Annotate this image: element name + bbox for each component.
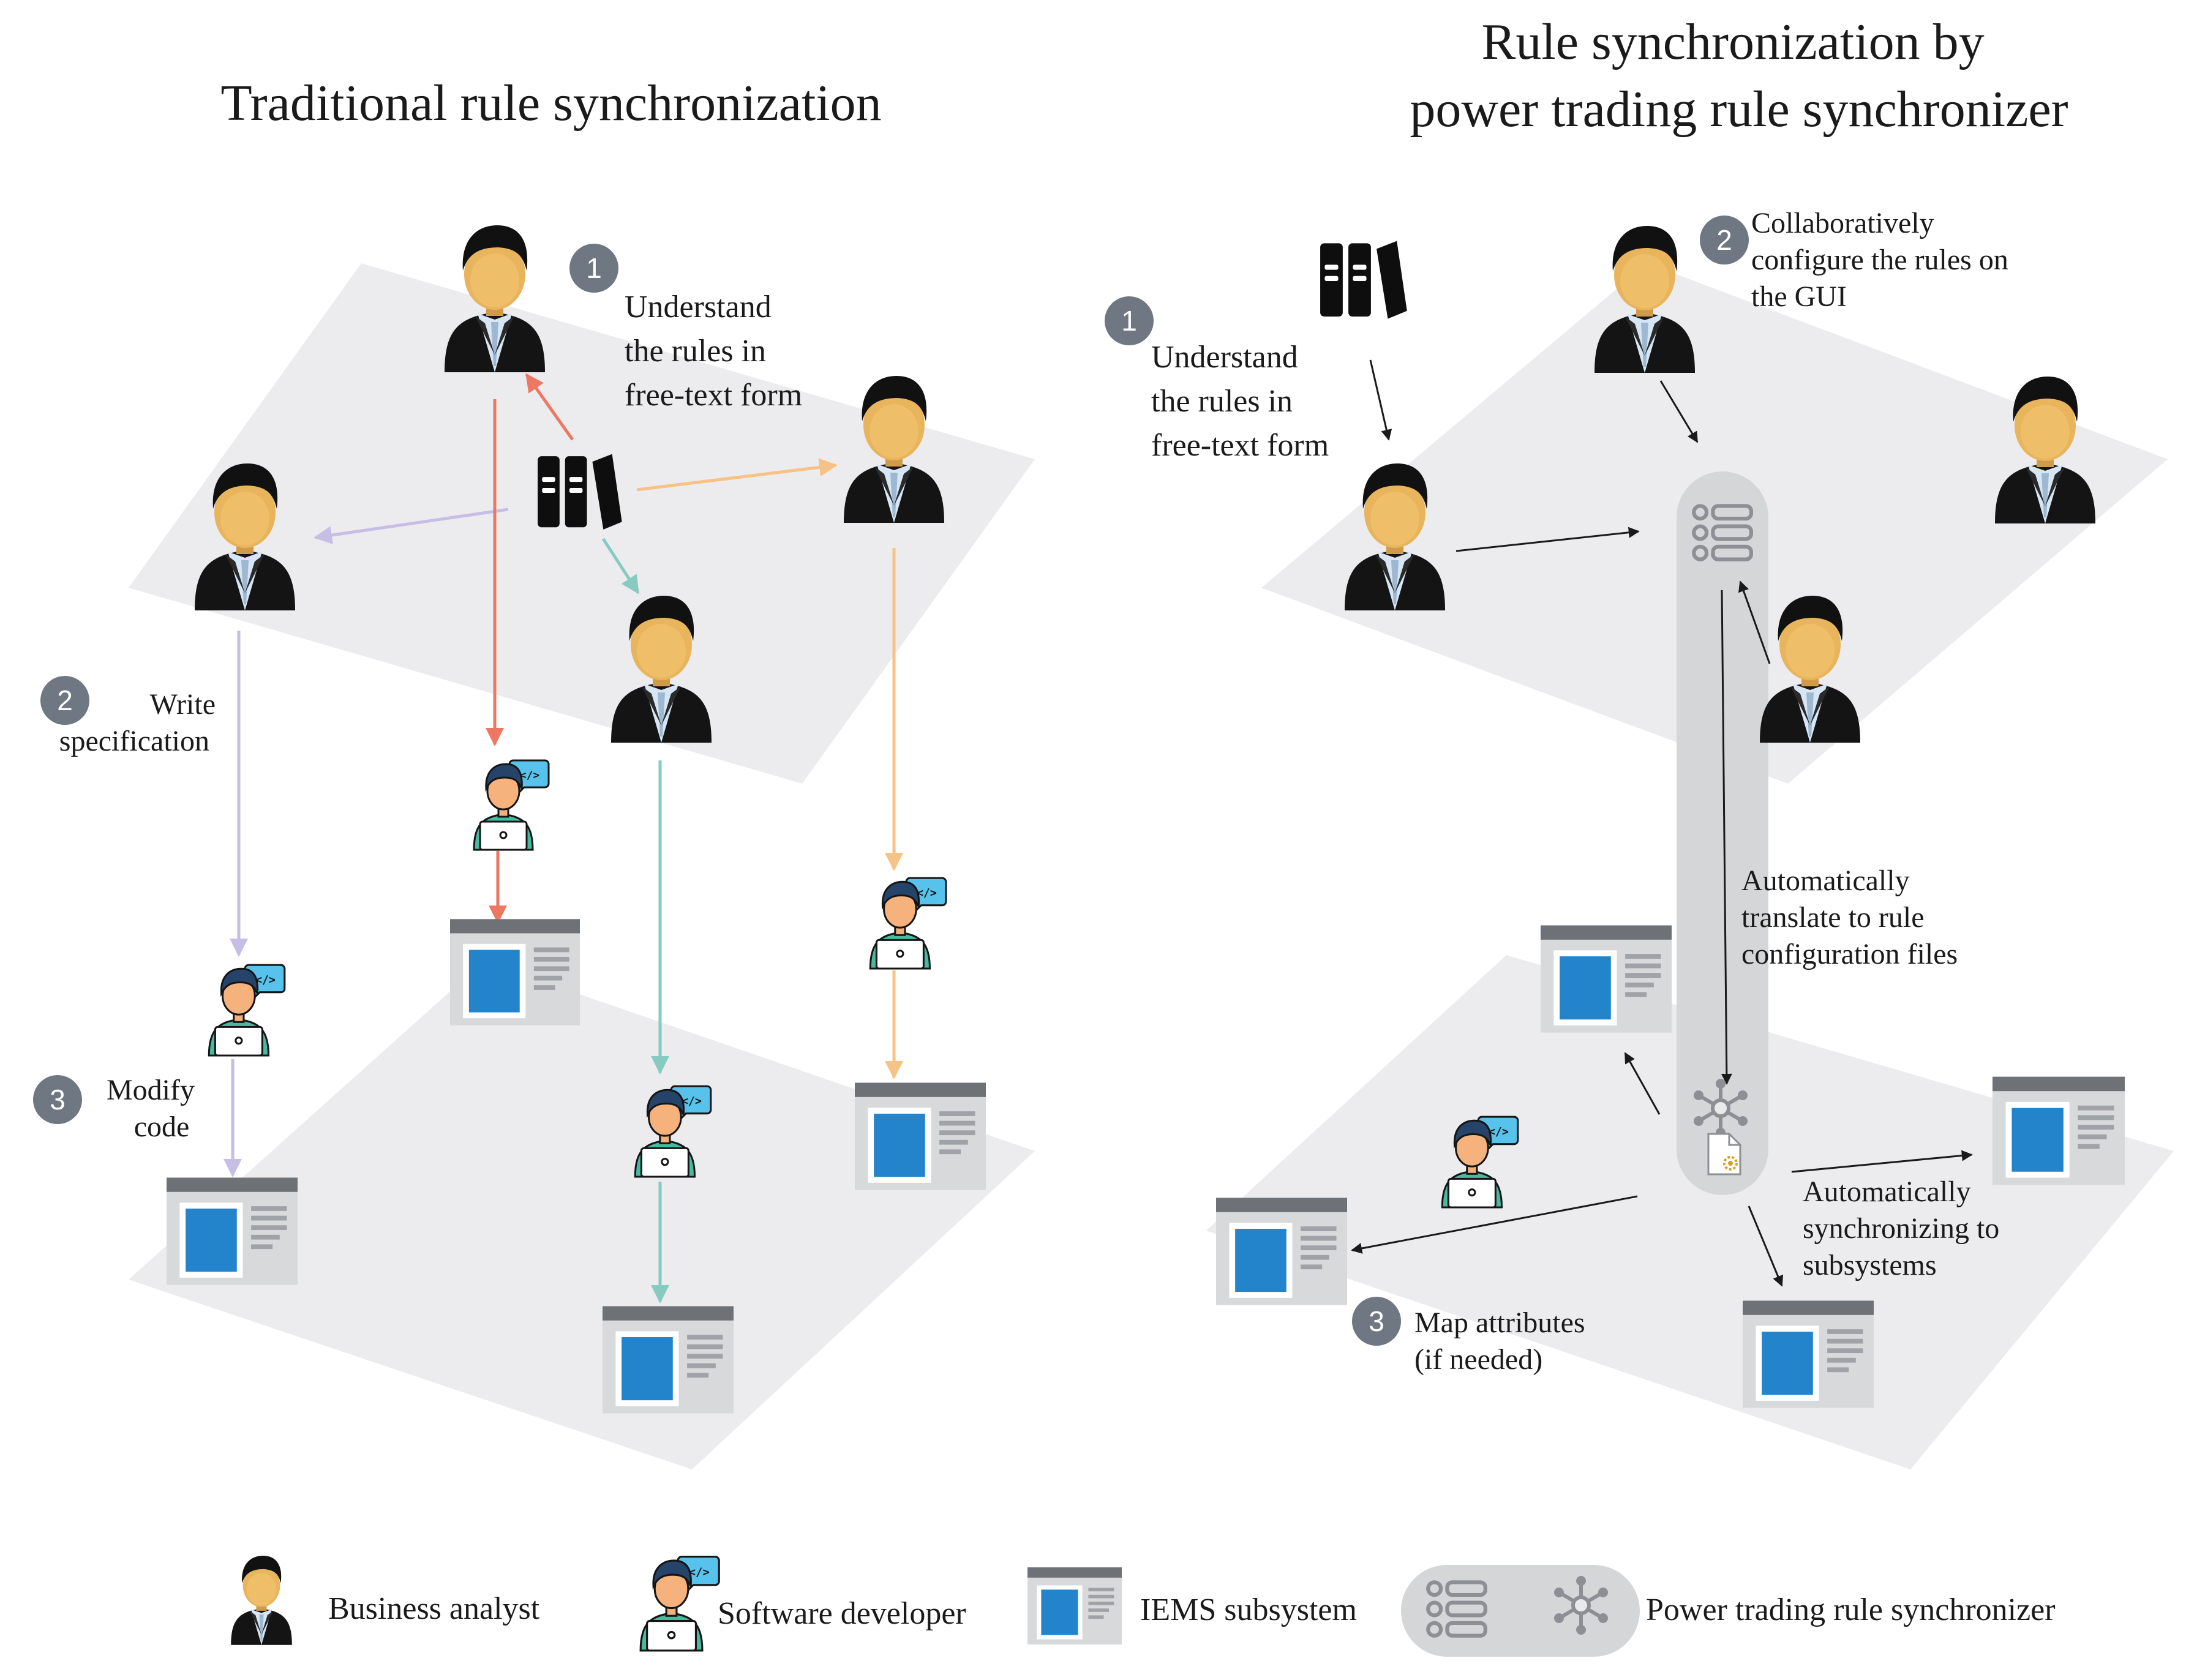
arrow-sync-down bbox=[1748, 1206, 1784, 1287]
arrow-right-analyst-to-pillar bbox=[1738, 580, 1771, 664]
config-file-icon bbox=[1707, 1133, 1741, 1176]
step-badge bbox=[1700, 216, 1749, 264]
legend-iems-subsystem: IEMS subsystem bbox=[1140, 1592, 1357, 1627]
software-developer-icon bbox=[869, 877, 947, 970]
step-number: 3 bbox=[1369, 1305, 1384, 1337]
step-text-line: free-text form bbox=[625, 378, 802, 413]
arrow-translate-down bbox=[1721, 590, 1732, 1085]
arrow-orange bbox=[636, 458, 838, 492]
label-line: subsystems bbox=[1803, 1249, 1937, 1281]
arrow-binders-to-analyst bbox=[1369, 359, 1392, 441]
right-step2: 2 Collaboratively configure the rules on… bbox=[1700, 207, 2008, 313]
arrow-sync-left bbox=[1351, 1195, 1638, 1254]
right-title-line-1: Rule synchronization by bbox=[1481, 13, 1984, 70]
label-line: translate to rule bbox=[1741, 901, 1925, 934]
step-text-line: the rules in bbox=[1151, 384, 1293, 419]
legend-synchronizer: Power trading rule synchronizer bbox=[1646, 1592, 2056, 1627]
step-text-line: the rules in bbox=[625, 334, 766, 369]
bottom-plane-right bbox=[1206, 955, 2174, 1469]
step-number: 1 bbox=[586, 252, 602, 284]
step-badge bbox=[1105, 296, 1154, 345]
arrow-top-analyst-to-pillar bbox=[1659, 380, 1699, 443]
step-number: 3 bbox=[50, 1084, 66, 1116]
step-text-line: Write bbox=[150, 688, 216, 721]
auto-translate-label: Automatically translate to rule configur… bbox=[1741, 864, 1958, 970]
iems-subsystem-icon bbox=[603, 1306, 734, 1414]
arrow-red-up bbox=[525, 373, 574, 441]
left-panel: Traditional rule synchronization bbox=[33, 75, 1035, 1469]
step-text-line: Map attributes bbox=[1414, 1307, 1585, 1339]
step-text-line: configure the rules on bbox=[1751, 244, 2008, 276]
software-developer-icon bbox=[640, 1557, 719, 1651]
legend-software-developer: Software developer bbox=[718, 1596, 966, 1631]
step-text-line: specification bbox=[59, 725, 209, 757]
arrow-sync-up-left bbox=[1624, 1052, 1661, 1115]
rule-binders-icon bbox=[538, 454, 622, 530]
iems-subsystem-icon bbox=[1027, 1567, 1122, 1644]
iems-subsystem-icon bbox=[1541, 925, 1672, 1033]
label-line: synchronizing to bbox=[1803, 1212, 1999, 1245]
step-number: 1 bbox=[1121, 305, 1137, 337]
software-developer-icon bbox=[473, 759, 550, 851]
arrow-analyst-to-pillar bbox=[1455, 527, 1640, 552]
iems-subsystem-icon bbox=[855, 1082, 986, 1190]
software-developer-icon bbox=[208, 964, 286, 1057]
iems-subsystem-icon bbox=[1216, 1198, 1347, 1305]
step-text-line: free-text form bbox=[1151, 428, 1329, 463]
bottom-plane-left bbox=[129, 961, 1035, 1469]
step-badge bbox=[569, 244, 618, 293]
step-number: 2 bbox=[1716, 224, 1732, 256]
arrow-sync-right bbox=[1791, 1150, 1973, 1173]
rule-binders-icon bbox=[1320, 241, 1407, 319]
business-analyst-icon bbox=[231, 1555, 292, 1645]
label-line: configuration files bbox=[1741, 938, 1958, 970]
label-line: Automatically bbox=[1741, 864, 1910, 897]
right-title-line-2: power trading rule synchronizer bbox=[1410, 81, 2068, 138]
step-text-line: (if needed) bbox=[1414, 1343, 1542, 1376]
step-number: 2 bbox=[57, 684, 73, 716]
left-step1: 1 Understand the rules in free-text form bbox=[569, 244, 802, 413]
legend: Business analyst Software developer IEMS… bbox=[231, 1555, 2056, 1657]
step-text-line: code bbox=[134, 1111, 190, 1143]
left-title: Traditional rule synchronization bbox=[220, 75, 881, 132]
step-badge bbox=[1352, 1297, 1401, 1346]
left-step3: 3 Modify code bbox=[33, 1074, 195, 1143]
right-panel: Rule synchronization by power trading ru… bbox=[1105, 13, 2174, 1469]
step-badge bbox=[33, 1075, 82, 1124]
step-text-line: Modify bbox=[107, 1074, 195, 1106]
left-step2: 2 Write specification bbox=[40, 676, 216, 757]
arrow-teal-short bbox=[601, 538, 640, 594]
arrow-purple bbox=[314, 508, 509, 544]
legend-synchronizer-pill bbox=[1401, 1565, 1640, 1657]
iems-subsystem-icon bbox=[1993, 1076, 2125, 1185]
legend-business-analyst: Business analyst bbox=[328, 1591, 540, 1626]
label-line: Automatically bbox=[1803, 1176, 1971, 1208]
step-text-line: Understand bbox=[625, 290, 772, 324]
step-badge bbox=[40, 676, 89, 725]
step-text-line: Understand bbox=[1151, 340, 1298, 375]
right-step1: 1 Understand the rules in free-text form bbox=[1105, 296, 1329, 463]
step-text-line: Collaboratively bbox=[1751, 207, 1934, 239]
iems-subsystem-icon bbox=[167, 1177, 298, 1285]
synchronizer-pillar bbox=[1677, 471, 1768, 1195]
iems-subsystem-icon bbox=[1743, 1300, 1874, 1408]
step-text-line: the GUI bbox=[1751, 280, 1847, 313]
right-step3: 3 Map attributes (if needed) bbox=[1352, 1297, 1585, 1376]
auto-sync-label: Automatically synchronizing to subsystem… bbox=[1803, 1176, 1999, 1281]
iems-subsystem-icon bbox=[450, 919, 580, 1026]
